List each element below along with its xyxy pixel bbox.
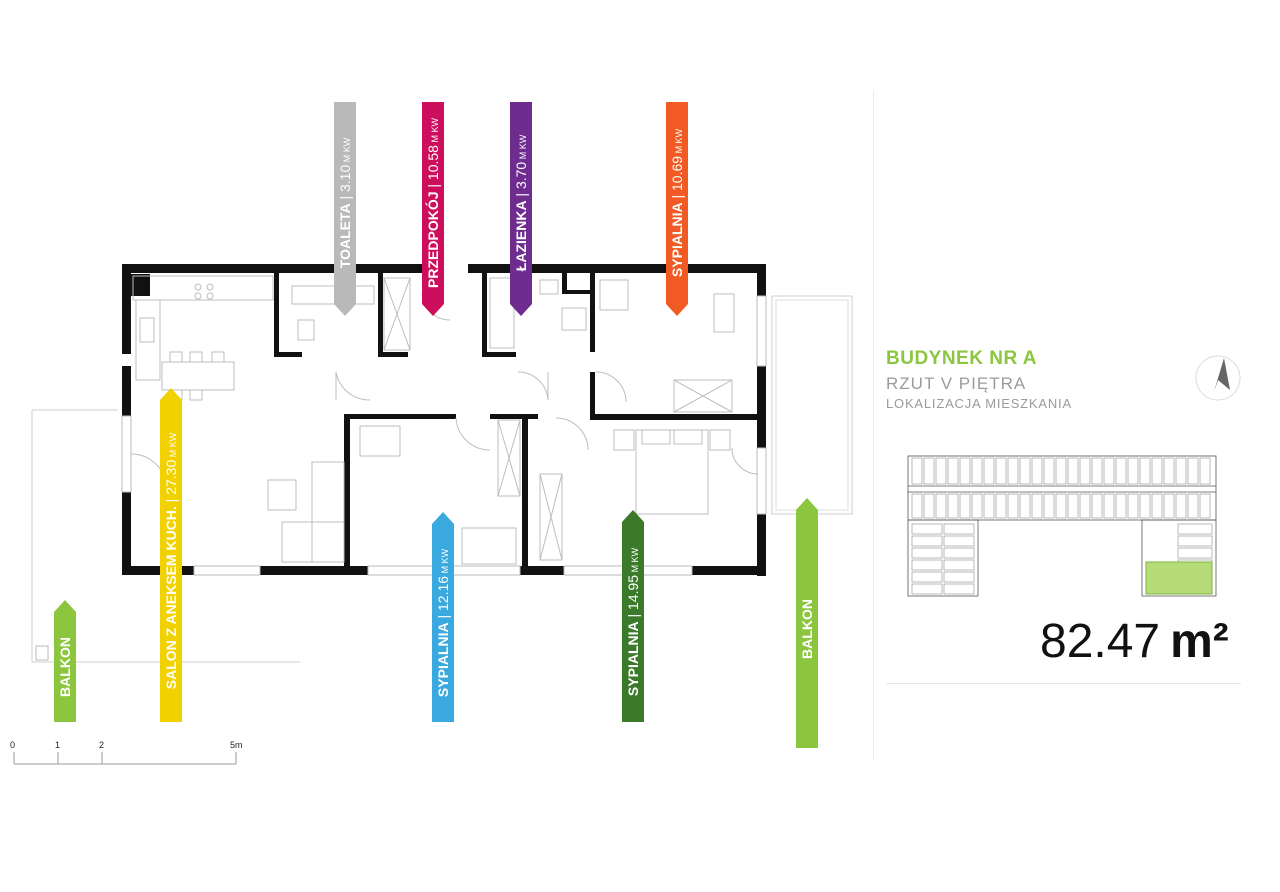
bottom-flag-label-0: BALKON [57,637,73,697]
bottom-flag-label-3: SYPIALNIA | 14.95 M KW [625,547,641,696]
room-unit: M KW [630,547,640,575]
room-flag-top-2: ŁAZIENKA | 3.70 M KW [510,102,532,316]
floor-subtitle: RZUT V PIĘTRA [886,374,1027,393]
balcony-right-outline [771,295,853,515]
bottom-flag-label-2: SYPIALNIA | 12.16 M KW [435,548,451,697]
scale-label-1: 1 [55,740,61,750]
location-label: LOKALIZACJA MIESZKANIA [886,396,1072,411]
building-key-plan [907,455,1217,597]
room-area: | 27.30 [163,460,179,507]
compass-icon [1195,355,1241,401]
room-name: TOALETA [337,203,353,268]
divider-horizontal [886,683,1241,684]
room-flag-top-3: SYPIALNIA | 10.69 M KW [666,102,688,316]
room-name: BALKON [57,637,73,697]
room-name: ŁAZIENKA [513,200,529,271]
room-area: | 12.16 [435,576,451,623]
room-name: PRZEDPOKÓJ [424,191,441,287]
top-flag-label-3: SYPIALNIA | 10.69 M KW [669,128,685,277]
room-unit: M KW [168,432,178,460]
room-area: | 10.58 [425,145,441,192]
room-flag-bottom-2: SYPIALNIA | 12.16 M KW [432,512,454,722]
room-area: | 3.10 [337,165,353,204]
room-name: SYPIALNIA [435,622,451,697]
room-flag-top-0: TOALETA | 3.10 M KW [334,102,356,316]
room-unit: M KW [440,548,450,576]
room-flag-bottom-0: BALKON [54,600,76,722]
scale-label-0: 0 [10,740,16,750]
building-title: BUDYNEK NR A [886,348,1037,369]
room-unit: M KW [430,118,440,146]
divider-vertical [873,90,874,760]
apartment-location-highlight [1145,561,1213,595]
walls [122,264,766,576]
area-unit: m² [1170,615,1229,668]
room-unit: M KW [518,134,528,162]
scale-label-5m: 5m [230,740,243,750]
bottom-flag-label-1: SALON Z ANEKSEM KUCH. | 27.30 M KW [163,432,179,689]
bottom-flag-label-4: BALKON [799,599,815,659]
room-name: BALKON [799,599,815,659]
furniture [130,275,759,565]
top-flag-label-0: TOALETA | 3.10 M KW [337,137,353,268]
room-flag-top-1: PRZEDPOKÓJ | 10.58 M KW [422,102,444,316]
room-flag-bottom-3: SYPIALNIA | 14.95 M KW [622,510,644,722]
scale-label-2: 2 [99,740,105,750]
room-area: | 10.69 [669,156,685,203]
room-name: SYPIALNIA [625,621,641,696]
area-value: 82.47 [1040,615,1161,668]
room-name: SALON Z ANEKSEM KUCH. [163,506,179,689]
balcony-left-outline [31,410,300,663]
top-flag-label-2: ŁAZIENKA | 3.70 M KW [513,134,529,271]
room-area: | 3.70 [513,162,529,201]
scale-bar [13,752,237,765]
room-flag-bottom-1: SALON Z ANEKSEM KUCH. | 27.30 M KW [160,388,182,722]
room-name: SYPIALNIA [669,202,685,277]
top-flag-label-1: PRZEDPOKÓJ | 10.58 M KW [424,118,441,288]
room-unit: M KW [342,137,352,165]
room-area: | 14.95 [625,575,641,622]
room-flag-bottom-4: BALKON [796,498,818,748]
room-unit: M KW [674,128,684,156]
